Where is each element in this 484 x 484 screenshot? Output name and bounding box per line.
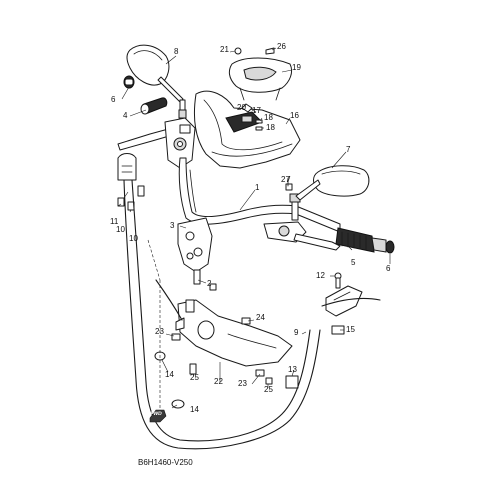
callout-18-a: 18 (264, 113, 273, 122)
left-cable-connectors (117, 153, 145, 211)
right-mirror (295, 165, 370, 201)
callout-5: 5 (351, 258, 356, 267)
callout-3: 3 (170, 221, 175, 230)
callout-9: 9 (294, 328, 299, 337)
callout-26: 26 (277, 42, 286, 51)
callout-14-a: 14 (165, 370, 174, 379)
callout-4: 4 (123, 111, 128, 120)
top-cover-panel (228, 57, 293, 101)
right-cable-bracket (285, 272, 363, 389)
callout-25-a: 25 (190, 373, 199, 382)
callout-25-b: 25 (264, 385, 273, 394)
callout-10-a: 10 (116, 225, 125, 234)
callout-11: 11 (110, 217, 119, 226)
brake-cables (123, 179, 381, 450)
cable-clamps (154, 351, 185, 409)
callout-1: 1 (255, 183, 260, 192)
callout-6-right: 6 (386, 264, 391, 273)
right-grip (335, 227, 395, 254)
fwd-arrow-badge (149, 409, 167, 423)
diagram-code: B6H1460-V250 (138, 458, 193, 467)
callout-23-a: 23 (155, 327, 164, 336)
callout-10-b: 10 (129, 234, 138, 243)
lower-fasteners (171, 283, 273, 385)
left-brake-lever (117, 117, 196, 169)
callout-18-b: 18 (266, 123, 275, 132)
callout-14-b: 14 (190, 405, 199, 414)
callout-24: 24 (256, 313, 265, 322)
callout-21: 21 (220, 45, 229, 54)
left-grip (123, 75, 168, 115)
callout-7: 7 (346, 145, 351, 154)
callout-27: 27 (281, 175, 290, 184)
assembly-guide-lines (147, 239, 161, 410)
leader-lines (117, 47, 391, 409)
callout-17: 17 (252, 106, 261, 115)
right-brake-lever (263, 193, 341, 251)
lower-cover (175, 299, 293, 367)
callout-8: 8 (174, 47, 179, 56)
callout-23-b: 23 (238, 379, 247, 388)
handlebar-front-cover (193, 90, 301, 169)
callout-16: 16 (290, 111, 299, 120)
callout-13: 13 (288, 365, 297, 374)
callout-12: 12 (316, 271, 325, 280)
callout-6-left: 6 (111, 95, 116, 104)
callout-20: 20 (237, 103, 246, 112)
callout-22: 22 (214, 377, 223, 386)
fwd-label: FWD (149, 411, 163, 417)
fwd-badge: FWD (149, 409, 165, 421)
handlebar (178, 157, 341, 233)
callout-2: 2 (207, 279, 212, 288)
handlebar-clamp (177, 217, 213, 285)
callout-15: 15 (346, 325, 355, 334)
left-mirror (126, 44, 187, 125)
callout-19: 19 (292, 63, 301, 72)
